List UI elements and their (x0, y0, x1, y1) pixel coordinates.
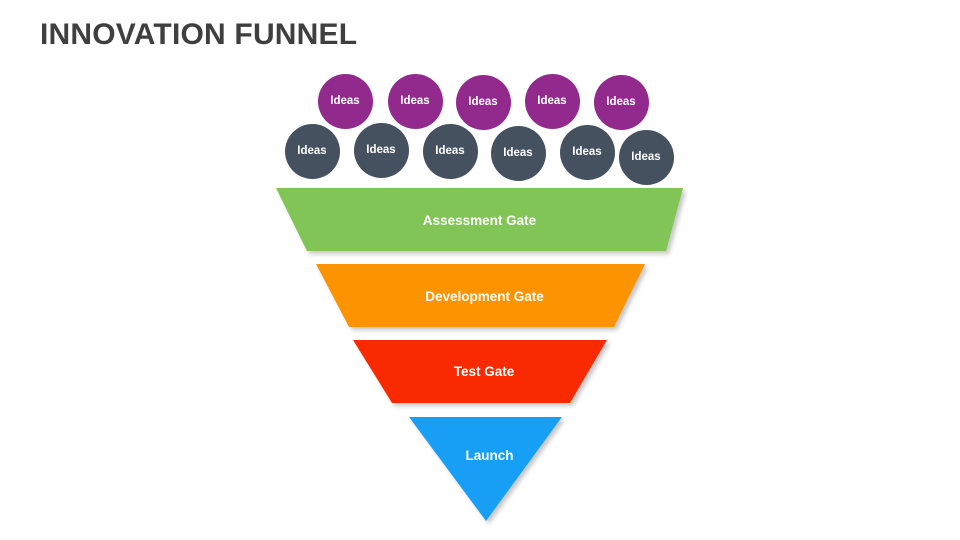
idea-circle-label: Ideas (400, 95, 430, 107)
idea-circle[interactable]: Ideas (490, 125, 546, 181)
idea-circle-label: Ideas (572, 146, 602, 158)
idea-circle-label: Ideas (503, 147, 533, 159)
idea-circle[interactable]: Ideas (422, 123, 478, 179)
funnel-stage-development[interactable]: Development Gate (316, 264, 661, 334)
idea-circle-label: Ideas (366, 144, 396, 156)
idea-circle[interactable]: Ideas (455, 74, 511, 130)
idea-circle[interactable]: Ideas (387, 73, 443, 129)
idea-circle-label: Ideas (631, 151, 661, 163)
idea-circle-label: Ideas (330, 95, 360, 107)
funnel-stage-launch[interactable]: Launch (409, 417, 579, 529)
idea-circle-label: Ideas (537, 95, 567, 107)
development-gate-shape (316, 264, 645, 327)
idea-circle[interactable]: Ideas (284, 123, 340, 179)
page-title: INNOVATION FUNNEL (40, 18, 358, 51)
test-gate-shape (353, 340, 607, 403)
idea-circle-label: Ideas (606, 96, 636, 108)
idea-circle-label: Ideas (297, 145, 327, 157)
idea-circle-label: Ideas (435, 145, 465, 157)
funnel-stage-assessment[interactable]: Assessment Gate (276, 188, 696, 258)
idea-circle[interactable]: Ideas (593, 74, 649, 130)
assessment-gate-shape (276, 188, 683, 251)
idea-circle[interactable]: Ideas (353, 122, 409, 178)
idea-circle[interactable]: Ideas (618, 129, 674, 185)
idea-circle[interactable]: Ideas (317, 73, 373, 129)
idea-circle-label: Ideas (468, 96, 498, 108)
idea-circle[interactable]: Ideas (524, 73, 580, 129)
funnel-stage-test[interactable]: Test Gate (353, 340, 623, 410)
idea-circle[interactable]: Ideas (559, 124, 615, 180)
launch-shape (409, 417, 562, 521)
